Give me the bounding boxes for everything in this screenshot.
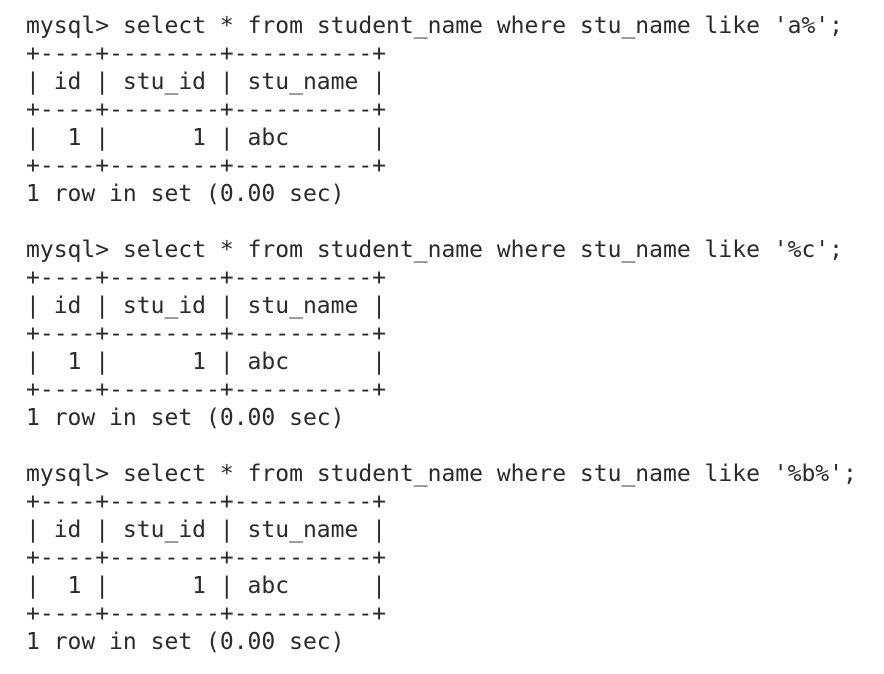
query-block: mysql> select * from student_name where …	[26, 460, 857, 656]
result-summary: 1 row in set (0.00 sec)	[26, 629, 345, 655]
command-line: mysql> select * from student_name where …	[26, 12, 843, 40]
table-border-top: +----+--------+----------+	[26, 41, 387, 67]
sql-command: select * from student_name where stu_nam…	[122, 461, 857, 487]
prompt: mysql>	[26, 461, 110, 487]
table-header-row: | id | stu_id | stu_name |	[26, 517, 387, 543]
table-border-top: +----+--------+----------+	[26, 265, 387, 291]
table-border-bottom: +----+--------+----------+	[26, 377, 387, 403]
table-border-top: +----+--------+----------+	[26, 489, 387, 515]
table-row: | 1 | 1 | abc |	[26, 573, 387, 599]
table-header-row: | id | stu_id | stu_name |	[26, 293, 387, 319]
command-line: mysql> select * from student_name where …	[26, 236, 843, 264]
table-border-middle: +----+--------+----------+	[26, 545, 387, 571]
table-row: | 1 | 1 | abc |	[26, 125, 387, 151]
table-header-row: | id | stu_id | stu_name |	[26, 69, 387, 95]
result-summary: 1 row in set (0.00 sec)	[26, 405, 345, 431]
table-row: | 1 | 1 | abc |	[26, 349, 387, 375]
table-border-middle: +----+--------+----------+	[26, 321, 387, 347]
table-border-middle: +----+--------+----------+	[26, 97, 387, 123]
table-border-bottom: +----+--------+----------+	[26, 601, 387, 627]
sql-command: select * from student_name where stu_nam…	[122, 13, 844, 39]
prompt: mysql>	[26, 13, 110, 39]
result-summary: 1 row in set (0.00 sec)	[26, 181, 345, 207]
command-line: mysql> select * from student_name where …	[26, 460, 857, 488]
prompt: mysql>	[26, 237, 110, 263]
table-border-bottom: +----+--------+----------+	[26, 153, 387, 179]
query-block: mysql> select * from student_name where …	[26, 12, 843, 208]
sql-command: select * from student_name where stu_nam…	[122, 237, 844, 263]
query-block: mysql> select * from student_name where …	[26, 236, 843, 432]
